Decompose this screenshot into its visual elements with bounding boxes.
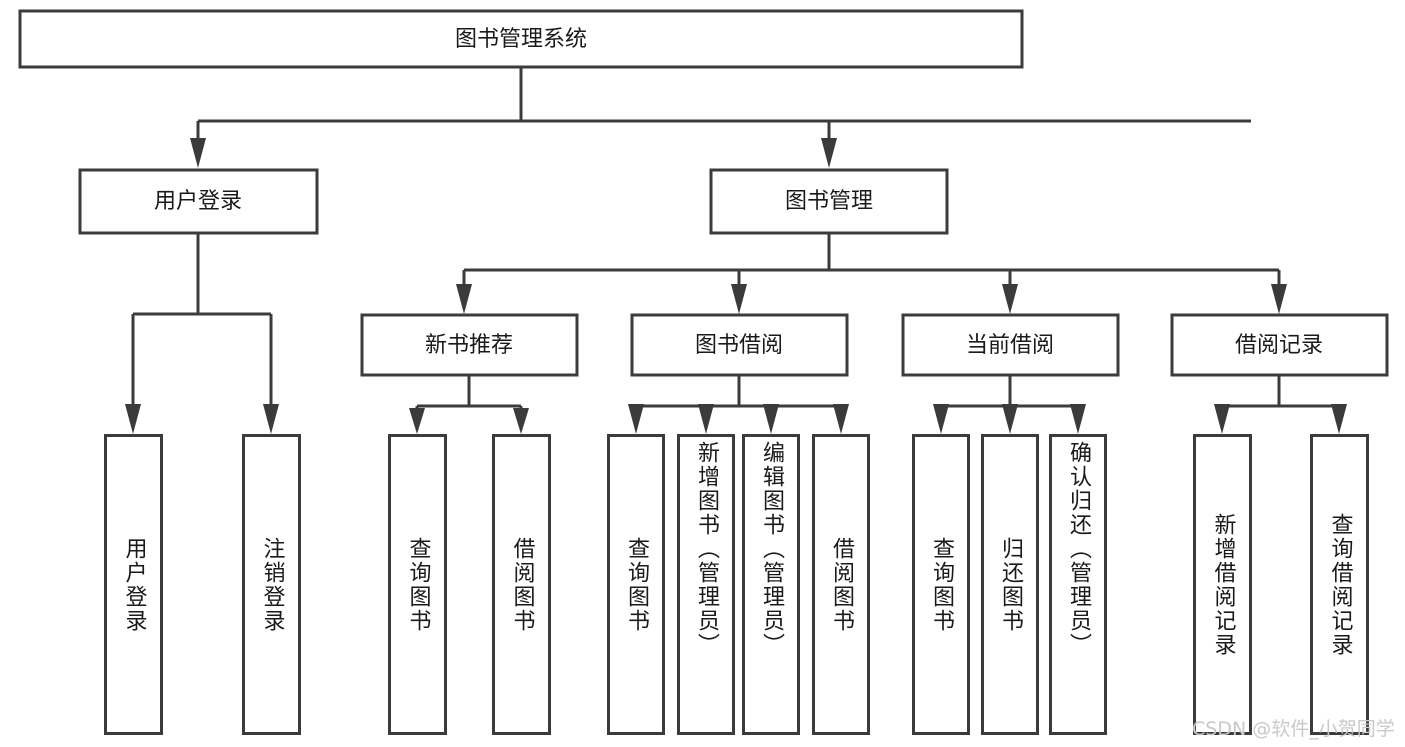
arrow-head-cb-2: [1002, 404, 1018, 434]
leaf-node-add-book-admin[interactable]: 新增图书（管理员）: [677, 434, 735, 735]
leaf-node-edit-book-admin[interactable]: 编辑图书（管理员）: [742, 434, 800, 735]
node-current-borrow-box[interactable]: [901, 313, 1120, 377]
arrow-head-bb-3: [763, 404, 779, 434]
leaf-node-borrow-book-nb-label: 借阅图书: [509, 536, 535, 633]
leaf-node-user-login[interactable]: 用户登录: [104, 434, 163, 735]
node-user-login[interactable]: 用户登录: [78, 168, 319, 235]
node-book-borrow[interactable]: 图书借阅: [630, 313, 849, 377]
arrow-head-book-mgmt: [821, 138, 837, 168]
leaf-node-borrow-book-bb-label: 借阅图书: [829, 536, 854, 633]
arrow-head-user-login: [190, 138, 206, 168]
node-book-borrow-label: 图书借阅: [695, 333, 783, 358]
leaf-node-return-book[interactable]: 归还图书: [981, 434, 1039, 735]
leaf-node-borrow-book-bb[interactable]: 借阅图书: [812, 434, 870, 735]
leaf-node-query-book-bb-label: 查询图书: [624, 536, 649, 633]
node-current-borrow[interactable]: 当前借阅: [901, 313, 1120, 377]
leaf-node-query-book-nb[interactable]: 查询图书: [388, 434, 447, 735]
leaf-node-add-borrow-record-label: 新增借阅记录: [1210, 512, 1236, 657]
arrow-head-borrow-record: [1271, 284, 1287, 314]
node-user-login-box[interactable]: [78, 168, 319, 235]
arrow-head-cb-1: [933, 404, 949, 434]
arrow-head-leaf-user-login: [125, 404, 141, 434]
arrow-head-cb-3: [1070, 404, 1086, 434]
node-new-book-recommend-label: 新书推荐: [425, 333, 513, 358]
arrow-head-br-2: [1331, 404, 1347, 434]
leaf-node-user-login-label: 用户登录: [121, 536, 147, 633]
arrow-head-nb-1: [409, 408, 425, 434]
leaf-node-borrow-book-nb[interactable]: 借阅图书: [492, 434, 551, 735]
leaf-node-confirm-return-admin[interactable]: 确认归还（管理员）: [1049, 434, 1107, 735]
leaf-node-confirm-return-admin-label: 确认归还（管理员）: [1066, 441, 1091, 657]
leaf-node-logout[interactable]: 注销登录: [242, 434, 301, 735]
node-borrow-record[interactable]: 借阅记录: [1170, 313, 1389, 377]
node-new-book-recommend-box[interactable]: [360, 313, 579, 377]
arrow-head-current-borrow: [1002, 284, 1018, 314]
leaf-node-add-book-admin-label: 新增图书（管理员）: [694, 441, 719, 657]
leaf-node-query-book-cb-label: 查询图书: [929, 536, 954, 633]
arrow-head-new-book: [456, 284, 472, 314]
arrow-head-bb-1: [628, 404, 644, 434]
arrow-head-bb-2: [698, 404, 714, 434]
node-borrow-record-box[interactable]: [1170, 313, 1389, 377]
node-root-box[interactable]: [18, 9, 1024, 69]
leaf-node-query-book-bb[interactable]: 查询图书: [607, 434, 665, 735]
leaf-node-edit-book-admin-label: 编辑图书（管理员）: [759, 441, 784, 657]
node-book-borrow-box[interactable]: [630, 313, 849, 377]
node-root-label: 图书管理系统: [455, 27, 587, 52]
node-root[interactable]: 图书管理系统: [18, 9, 1024, 69]
arrow-head-bb-4: [833, 404, 849, 434]
node-borrow-record-label: 借阅记录: [1235, 333, 1323, 358]
leaf-node-query-borrow-record[interactable]: 查询借阅记录: [1310, 434, 1369, 735]
node-book-management-box[interactable]: [709, 168, 949, 235]
leaf-node-query-book-cb[interactable]: 查询图书: [912, 434, 970, 735]
leaf-node-query-borrow-record-label: 查询借阅记录: [1327, 512, 1353, 657]
leaf-node-logout-label: 注销登录: [259, 536, 285, 633]
node-book-management[interactable]: 图书管理: [709, 168, 949, 235]
node-new-book-recommend[interactable]: 新书推荐: [360, 313, 579, 377]
edge-group: [125, 67, 1347, 434]
arrow-head-nb-2: [513, 408, 529, 434]
node-user-login-label: 用户登录: [154, 189, 242, 214]
node-book-management-label: 图书管理: [785, 189, 873, 214]
node-current-borrow-label: 当前借阅: [966, 333, 1054, 358]
leaf-node-query-book-nb-label: 查询图书: [405, 536, 431, 633]
arrow-head-borrow-book: [731, 284, 747, 314]
arrow-head-br-1: [1214, 404, 1230, 434]
arrow-head-leaf-logout: [263, 404, 279, 434]
leaf-node-add-borrow-record[interactable]: 新增借阅记录: [1193, 434, 1252, 735]
leaf-node-return-book-label: 归还图书: [998, 536, 1023, 633]
